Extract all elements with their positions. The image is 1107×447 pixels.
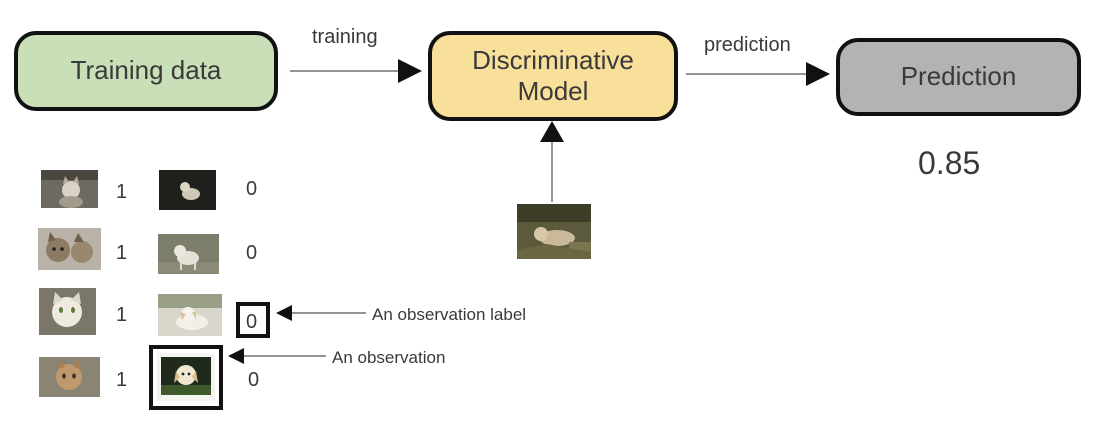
cat-label: 1 xyxy=(116,242,128,264)
cat-photo-thumbnail xyxy=(39,288,96,335)
observation-highlight xyxy=(149,345,223,410)
training-data-node: Training data xyxy=(14,31,278,111)
training-arrow xyxy=(290,59,422,83)
prediction-edge-label: prediction xyxy=(704,34,791,56)
prediction-node: Prediction xyxy=(836,38,1081,116)
prediction-label: Prediction xyxy=(900,61,1017,92)
cat-label: 1 xyxy=(116,181,128,203)
training-data-label: Training data xyxy=(70,55,222,86)
dog-label: 0 xyxy=(246,311,258,333)
cat-photo-thumbnail xyxy=(38,228,101,270)
prediction-arrow xyxy=(686,62,830,86)
observation-label-highlight xyxy=(236,302,270,338)
dog-photo-thumbnail xyxy=(159,170,216,210)
dog-photo-thumbnail xyxy=(158,294,222,336)
input-photo-thumbnail xyxy=(517,204,591,259)
cat-label: 1 xyxy=(116,369,128,391)
dog-photo-thumbnail xyxy=(158,234,219,274)
prediction-value: 0.85 xyxy=(918,145,981,181)
dog-label: 0 xyxy=(246,178,258,200)
discriminative-model-node: Discriminative Model xyxy=(428,31,678,121)
training-edge-label: training xyxy=(312,26,378,48)
observation-pointer xyxy=(228,348,326,364)
observation-label-annotation: An observation label xyxy=(372,305,527,324)
observation-annotation: An observation xyxy=(332,348,446,367)
dog-photo-thumbnail xyxy=(157,353,215,401)
input-arrow xyxy=(540,121,564,202)
observation-label-pointer xyxy=(276,305,366,321)
cat-label: 1 xyxy=(116,304,128,326)
cat-photo-thumbnail xyxy=(39,357,100,397)
cat-photo-thumbnail xyxy=(41,170,98,208)
dog-label: 0 xyxy=(248,369,260,391)
discriminative-model-label: Discriminative Model xyxy=(472,44,634,106)
dog-label: 0 xyxy=(246,242,258,264)
